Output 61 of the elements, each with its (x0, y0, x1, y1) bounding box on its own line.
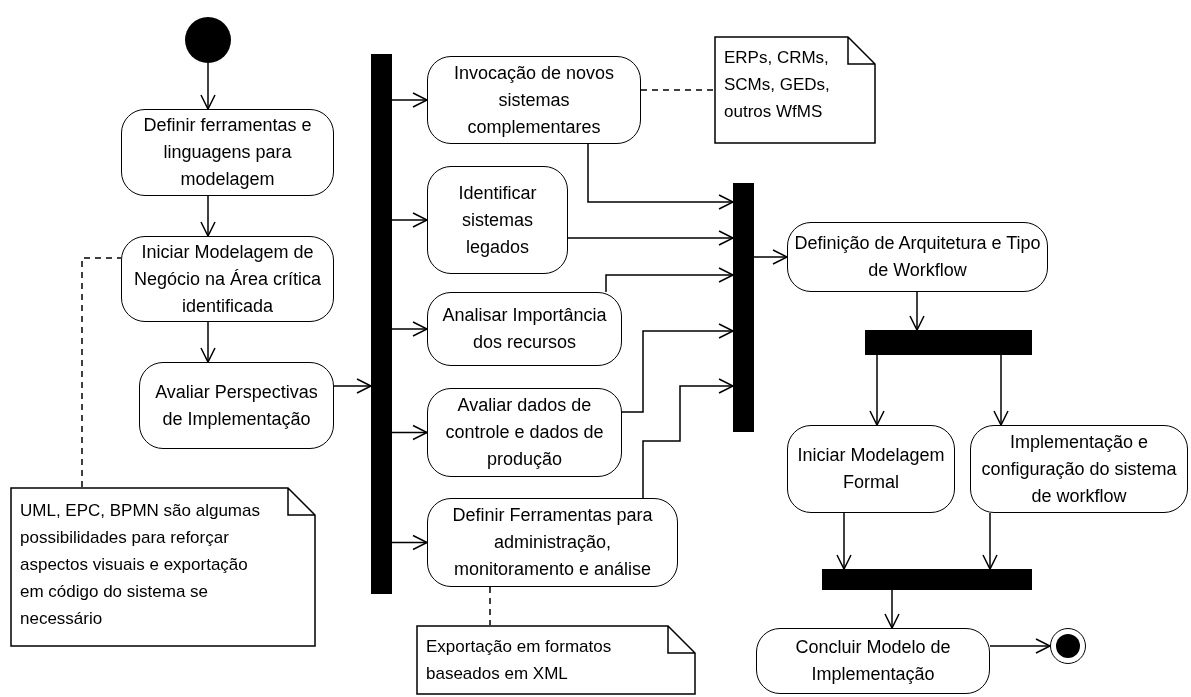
activity-box (121, 236, 334, 322)
dashed-line (81, 257, 122, 488)
note-text: Exportação em formatos baseados em XML (426, 636, 613, 685)
activity-box (427, 498, 678, 587)
note (714, 36, 876, 144)
activity-box (121, 109, 334, 196)
activity-box (787, 222, 1048, 292)
arrow (333, 378, 372, 394)
arrow (989, 638, 1051, 654)
activity-box (427, 292, 622, 366)
end-node (1050, 628, 1086, 664)
sync-bar (822, 569, 1032, 590)
arrow (909, 291, 925, 331)
note-text: UML, EPC, BPMN são algumas possibilidades para reforçar aspectos visuais e exportação em código do sistema se necessário (20, 500, 261, 630)
arrow (621, 323, 734, 413)
sync-bar (371, 54, 392, 594)
dashed-line (489, 586, 491, 626)
arrow (200, 62, 216, 110)
activity-label: Concluir Modelo de Implementação (794, 636, 952, 686)
arrow (391, 424, 428, 441)
arrow (836, 512, 852, 570)
arrow (200, 321, 216, 363)
arrow (982, 512, 998, 570)
activity-label: Definição de Arquitetura e Tipo de Workflow (793, 232, 1042, 282)
dashed-line (640, 89, 715, 91)
arrow (869, 354, 885, 426)
activity-label: Definir Ferramentas para administração, monitoramento e análise (451, 504, 654, 581)
arrow (391, 212, 428, 228)
arrow (391, 534, 428, 551)
arrow (642, 378, 734, 499)
activity-box (427, 56, 641, 144)
activity-box (427, 166, 568, 274)
arrow (753, 249, 788, 265)
arrow (391, 321, 428, 337)
arrow (567, 230, 734, 246)
activity-label: Avaliar Perspectivas de Implementação (154, 380, 319, 431)
activity-box (139, 362, 334, 449)
activity-label: Definir ferramentas e linguagens para modelagem (142, 114, 313, 191)
activity-label: Iniciar Modelagem de Negócio na Área crítica identificada (132, 240, 323, 318)
arrow (605, 267, 734, 293)
note (416, 625, 696, 695)
sync-bar (865, 330, 1032, 355)
activity-box (787, 425, 955, 513)
activity-label: Iniciar Modelagem Formal (796, 444, 946, 494)
activity-label: Analisar Importância dos recursos (441, 304, 608, 354)
activity-label: Invocação de novos sistemas complementares (452, 61, 616, 139)
arrow (391, 92, 428, 108)
arrow (200, 195, 216, 237)
activity-label: Identificar sistemas legados (457, 181, 538, 259)
arrow (884, 589, 900, 629)
note (10, 487, 316, 647)
activity-box (756, 628, 990, 694)
arrow (587, 143, 734, 210)
activity-label: Implementação e configuração do sistema de workflow (980, 430, 1178, 508)
activity-box (970, 425, 1188, 513)
activity-box (427, 388, 622, 477)
sync-bar (733, 183, 754, 432)
activity-label: Avaliar dados de controle e dados de produção (444, 394, 605, 471)
arrow (993, 354, 1009, 426)
note-text: ERPs, CRMs, SCMs, GEDs, outros WfMS (724, 47, 831, 123)
start-node (185, 17, 231, 63)
